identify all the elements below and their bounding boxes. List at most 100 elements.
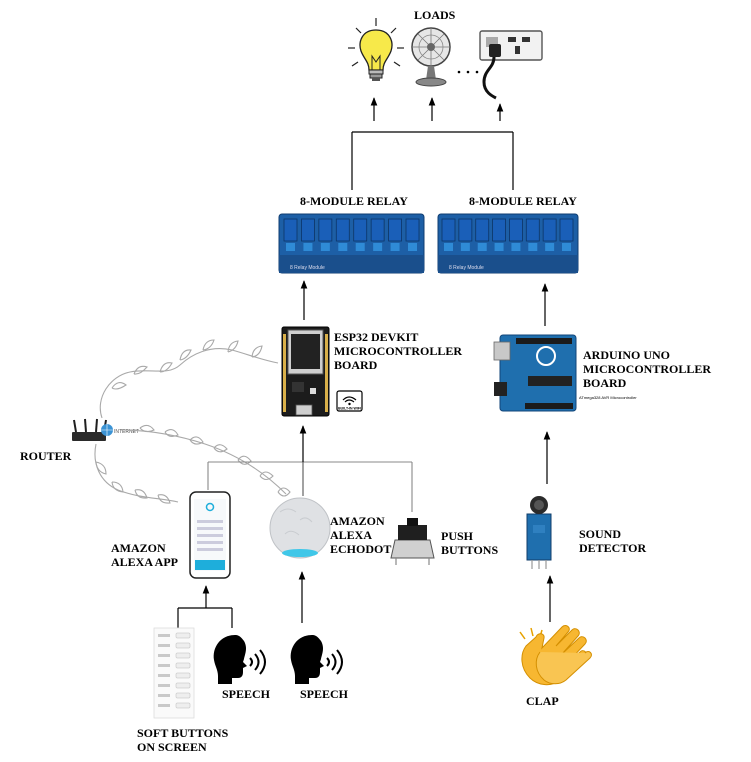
alexa-app-label-line2: ALEXA APP <box>111 555 179 569</box>
relay-label-left: 8-MODULE RELAY <box>300 194 408 208</box>
arduino-uno-board: ATmega328 AVR Microcontroller <box>493 334 637 412</box>
relay-load-bus <box>351 131 514 190</box>
soft-button-label-bar-2 <box>158 644 170 647</box>
relay-terminal-left-3 <box>320 243 330 251</box>
relay-terminal-left-5 <box>355 243 365 251</box>
push-buttons-label-line2: BUTTONS <box>441 543 499 557</box>
relay-terminal-left-4 <box>338 243 348 251</box>
esp32-board <box>281 326 330 417</box>
soft-button-label-bar-4 <box>158 664 170 667</box>
alexa-app-label: AMAZON ALEXA APP <box>111 541 178 569</box>
wifi-badge-icon: BUILT-IN WIFI <box>336 390 363 412</box>
relay-terminal-left-1 <box>286 243 295 251</box>
echodot-label-line3: ECHODOT <box>330 542 392 556</box>
soft-button-3[interactable] <box>175 652 191 659</box>
relay-block-left-2 <box>301 218 315 242</box>
relay-block-right-1 <box>441 218 456 242</box>
soft-buttons-label: SOFT BUTTONS ON SCREEN <box>137 726 228 754</box>
relay-block-left-3 <box>318 218 333 242</box>
speech-label-left: SPEECH <box>222 687 271 701</box>
push-button-icon <box>390 518 435 565</box>
esp32-label: ESP32 DEVKIT MICROCONTROLLER BOARD <box>334 330 462 372</box>
ellipsis-dots <box>457 70 479 74</box>
arduino-label-line1: ARDUINO UNO <box>583 348 670 362</box>
arduino-label: ARDUINO UNO MICROCONTROLLER BOARD <box>583 348 711 390</box>
relay-block-left-4 <box>335 218 350 242</box>
soft-button-1[interactable] <box>175 632 191 639</box>
relay-block-right-2 <box>458 218 473 242</box>
router-label: ROUTER <box>20 449 72 463</box>
sound-detector-icon <box>526 496 552 569</box>
push-buttons-label-line1: PUSH <box>441 529 474 543</box>
echodot-label-line1: AMAZON <box>330 514 385 528</box>
soft-button-label-bar-8 <box>158 704 170 707</box>
relay-block-right-5 <box>509 218 523 242</box>
light-bulb-icon <box>348 18 404 81</box>
soft-button-label-bar-3 <box>158 654 170 657</box>
relay-terminal-left-8 <box>408 243 417 251</box>
echodot-label-line2: ALEXA <box>330 528 373 542</box>
soft-button-label-bar-1 <box>158 634 170 637</box>
relay-terminal-right-8 <box>562 243 571 251</box>
soft-buttons-label-line1: SOFT BUTTONS <box>137 726 229 740</box>
soft-button-label-bar-7 <box>158 694 170 697</box>
soft-button-label-bar-5 <box>158 674 170 677</box>
clap-label: CLAP <box>526 694 559 708</box>
phone-input-connector <box>177 585 233 628</box>
esp32-label-line1: ESP32 DEVKIT <box>334 330 419 344</box>
esp32-label-line3: BOARD <box>334 358 378 372</box>
relay-block-right-6 <box>525 218 540 242</box>
alexa-app-phone <box>189 491 231 579</box>
arduino-label-line3: BOARD <box>583 376 627 390</box>
load-arrows <box>370 97 504 121</box>
fan-icon <box>411 27 451 87</box>
relay-board-right: 8 Relay Module <box>437 213 579 274</box>
speaking-head-icon-right <box>290 635 343 684</box>
echodot-icon <box>269 497 331 559</box>
push-buttons-label: PUSH BUTTONS <box>441 529 498 557</box>
arduino-chip-text: ATmega328 AVR Microcontroller <box>579 395 637 400</box>
relay-terminal-right-6 <box>528 243 538 251</box>
relay-terminal-right-5 <box>511 243 521 251</box>
relay-board-right-text: 8 Relay Module <box>449 265 484 271</box>
relay-label-right: 8-MODULE RELAY <box>469 194 577 208</box>
soft-button-4[interactable] <box>175 662 191 669</box>
sound-detector-label-line2: DETECTOR <box>579 541 647 555</box>
relay-block-left-6 <box>370 218 385 242</box>
relay-terminal-right-4 <box>494 243 504 251</box>
soft-button-5[interactable] <box>175 672 191 679</box>
relay-board-left-text: 8 Relay Module <box>290 265 325 271</box>
sound-detector-label-line1: SOUND <box>579 527 622 541</box>
relay-board-left: 8 Relay Module <box>278 213 425 274</box>
relay-terminal-right-3 <box>477 243 487 251</box>
relay-input-arrows <box>300 280 549 326</box>
esp32-label-line2: MICROCONTROLLER <box>334 344 463 358</box>
speaking-head-icon-left <box>213 635 266 684</box>
relay-block-right-7 <box>542 218 557 242</box>
relay-terminal-right-2 <box>460 243 470 251</box>
internet-label: INTERNET <box>114 429 139 435</box>
relay-block-left-7 <box>388 218 402 242</box>
relay-terminal-left-7 <box>390 243 400 251</box>
relay-terminal-left-2 <box>303 243 313 251</box>
soft-button-2[interactable] <box>175 642 191 649</box>
wifi-signal-curves <box>94 339 291 504</box>
soft-buttons-screen <box>153 627 195 719</box>
relay-terminal-right-1 <box>444 243 453 251</box>
relay-block-left-1 <box>283 218 298 242</box>
soft-button-8[interactable] <box>175 702 191 709</box>
wall-socket-icon <box>479 30 543 100</box>
soft-buttons-label-line2: ON SCREEN <box>137 740 207 754</box>
alexa-app-label-line1: AMAZON <box>111 541 166 555</box>
relay-block-left-8 <box>405 218 420 242</box>
relay-terminal-left-6 <box>373 243 383 251</box>
router-icon <box>72 418 107 441</box>
soft-button-label-bar-6 <box>158 684 170 687</box>
soft-button-6[interactable] <box>175 682 191 689</box>
relay-terminal-right-7 <box>545 243 555 251</box>
internet-globe-icon: INTERNET <box>101 424 139 436</box>
soft-button-7[interactable] <box>175 692 191 699</box>
loads-title: LOADS <box>414 8 456 22</box>
echodot-label: AMAZON ALEXA ECHODOT <box>330 514 391 556</box>
